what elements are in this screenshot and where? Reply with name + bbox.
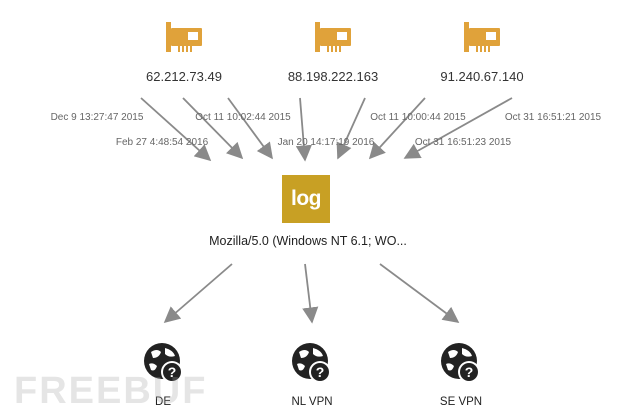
edge-timestamp-label: Feb 27 4:48:54 2016 xyxy=(115,137,209,148)
edge-timestamp-label: Oct 31 16:51:21 2015 xyxy=(504,112,602,123)
edge-timestamp-label: Oct 31 16:51:23 2015 xyxy=(414,137,512,148)
edge-timestamp-label: Oct 11 10:02:44 2015 xyxy=(195,112,291,123)
source-ip-label: 91.240.67.140 xyxy=(440,69,524,84)
svg-text:?: ? xyxy=(465,364,474,380)
watermark-logo: FREEBUF xyxy=(14,370,208,412)
edge-timestamp-label: Dec 9 13:27:47 2015 xyxy=(50,112,144,123)
source-ip-label: 88.198.222.163 xyxy=(287,69,379,84)
edges-group xyxy=(140,97,513,324)
globe-question-icon-de: ? xyxy=(143,342,185,389)
target-label: NL VPN xyxy=(291,396,333,408)
edge-arrow xyxy=(403,97,513,159)
edge-arrow xyxy=(140,97,212,162)
source-ip-label: 62.212.73.49 xyxy=(146,69,222,84)
edge-arrow xyxy=(227,97,273,160)
edge-arrow xyxy=(302,263,319,324)
network-card-icon-3 xyxy=(464,22,500,59)
network-card-icon-1 xyxy=(166,22,202,59)
svg-text:?: ? xyxy=(316,364,325,380)
edge-arrow xyxy=(336,97,366,160)
network-card-icon-2 xyxy=(315,22,351,59)
edge-arrow xyxy=(182,97,244,160)
edge-arrow xyxy=(295,97,312,162)
log-node-icon[interactable]: log xyxy=(282,175,330,223)
edge-timestamp-label: Oct 11 10:00:44 2015 xyxy=(370,112,466,123)
edge-arrow xyxy=(368,97,426,160)
edge-arrow xyxy=(163,263,233,324)
globe-question-icon-se: ? xyxy=(440,342,482,389)
edge-arrow xyxy=(379,263,460,323)
target-label: SE VPN xyxy=(439,396,483,408)
user-agent-label: Mozilla/5.0 (Windows NT 6.1; WO... xyxy=(209,234,407,248)
target-label: DE xyxy=(155,396,171,408)
edge-timestamp-label: Jan 20 14:17:19 2016 xyxy=(277,137,375,148)
svg-text:?: ? xyxy=(168,364,177,380)
globe-question-icon-nl: ? xyxy=(291,342,333,389)
